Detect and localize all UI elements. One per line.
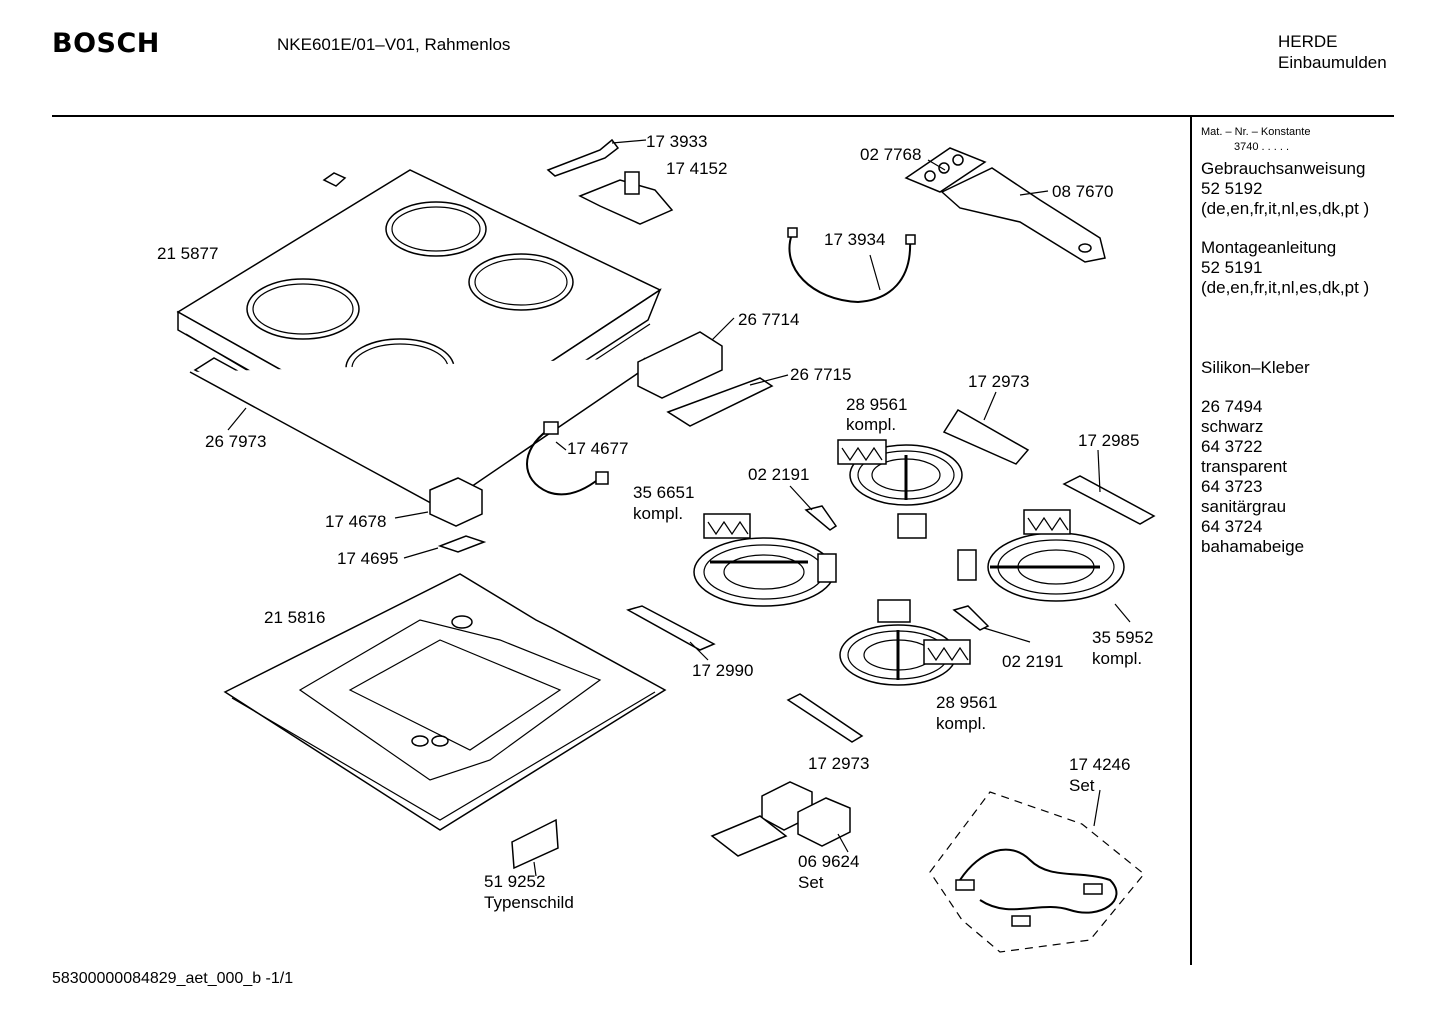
part-label-215816: 21 5816 (264, 608, 326, 627)
part-label-174152: 17 4152 (666, 159, 728, 178)
terminal-set-drawing (710, 781, 851, 857)
part-note-356651: kompl. (633, 504, 684, 523)
part-label-173933: 17 3933 (646, 132, 708, 151)
heating-element-left (693, 513, 837, 607)
wiring-set-drawing (929, 791, 1145, 953)
sidebar-entry: schwarz (1201, 417, 1264, 436)
heating-element-top (837, 439, 963, 539)
wiring-harness-drawing (526, 421, 609, 496)
part-label-174677: 17 4677 (567, 439, 629, 458)
part-label-172973-bottom: 17 2973 (808, 754, 870, 773)
sidebar-entry: transparent (1201, 457, 1287, 476)
sidebar-constant: 3740 . . . . . (1234, 141, 1290, 153)
part-label-022191-bottom: 02 2191 (1002, 652, 1064, 671)
sidebar-entry: bahamabeige (1201, 537, 1305, 556)
leader-lines (227, 139, 1131, 877)
document-id: 58300000084829_aet_000_b -1/1 (52, 970, 294, 987)
part-label-174695: 17 4695 (337, 549, 399, 568)
category-primary: HERDE (1278, 32, 1338, 51)
heating-element-bottom (839, 599, 971, 686)
control-module-drawing (637, 331, 774, 427)
sidebar-entry: (de,en,fr,it,nl,es,dk,pt ) (1201, 278, 1370, 297)
clip-drawing (322, 172, 347, 187)
part-label-087670: 08 7670 (1052, 182, 1114, 201)
part-note-069624: Set (798, 873, 824, 892)
sidebar-entry: 64 3722 (1201, 437, 1263, 456)
sidebar-entry: sanitärgrau (1201, 497, 1287, 516)
part-label-172985: 17 2985 (1078, 431, 1140, 450)
part-label-172990: 17 2990 (692, 661, 754, 680)
part-note-519252: Typenschild (484, 893, 574, 912)
part-note-174246: Set (1069, 776, 1095, 795)
sidebar-divider (1190, 117, 1192, 965)
header-divider (52, 115, 1394, 117)
cable-drawing (787, 227, 916, 304)
sidebar-entry: Silikon–Kleber (1201, 358, 1310, 377)
part-label-355952: 35 5952 (1092, 628, 1154, 647)
part-label-519252: 51 9252 (484, 872, 546, 891)
sidebar-heading: Mat. – Nr. – Konstante (1201, 126, 1311, 138)
part-label-027768: 02 7768 (860, 145, 922, 164)
model-title: NKE601E/01–V01, Rahmenlos (277, 35, 511, 54)
part-label-289561-bottom: 28 9561 (936, 693, 998, 712)
scraper-drawing (904, 147, 1106, 263)
bracket-drawings (626, 408, 1156, 743)
sidebar-entry: 64 3724 (1201, 517, 1263, 536)
part-label-172973-top: 17 2973 (968, 372, 1030, 391)
part-label-173934: 17 3934 (824, 230, 886, 249)
sidebar-entry: Montageanleitung (1201, 238, 1337, 257)
part-label-069624: 06 9624 (798, 852, 860, 871)
part-label-267973: 26 7973 (205, 432, 267, 451)
part-label-267714: 26 7714 (738, 310, 800, 329)
part-label-267715: 26 7715 (790, 365, 852, 384)
part-label-174678: 17 4678 (325, 512, 387, 531)
sidebar-entry: 52 5192 (1201, 179, 1263, 198)
sidebar-entry: 26 7494 (1201, 397, 1263, 416)
sidebar-entry: 52 5191 (1201, 258, 1263, 277)
part-label-174246: 17 4246 (1069, 755, 1131, 774)
heating-element-right (957, 509, 1125, 602)
category-secondary: Einbaumulden (1278, 53, 1387, 72)
part-note-355952: kompl. (1092, 649, 1143, 668)
sensor-drawing (546, 138, 674, 225)
part-label-215877: 21 5877 (157, 244, 219, 263)
part-label-022191-top: 02 2191 (748, 465, 810, 484)
part-label-289561-top: 28 9561 (846, 395, 908, 414)
part-note-289561-bottom: kompl. (936, 714, 987, 733)
sidebar-entry: 64 3723 (1201, 477, 1263, 496)
sidebar-entry: Gebrauchsanweisung (1201, 159, 1366, 178)
part-label-356651: 35 6651 (633, 483, 695, 502)
connector-block-drawing (429, 477, 487, 553)
sidebar-entry: (de,en,fr,it,nl,es,dk,pt ) (1201, 199, 1370, 218)
type-plate-drawing (511, 818, 559, 870)
part-note-289561-top: kompl. (846, 415, 897, 434)
bottom-tray-drawing (223, 573, 667, 831)
brand-logo: BOSCH (52, 28, 160, 59)
